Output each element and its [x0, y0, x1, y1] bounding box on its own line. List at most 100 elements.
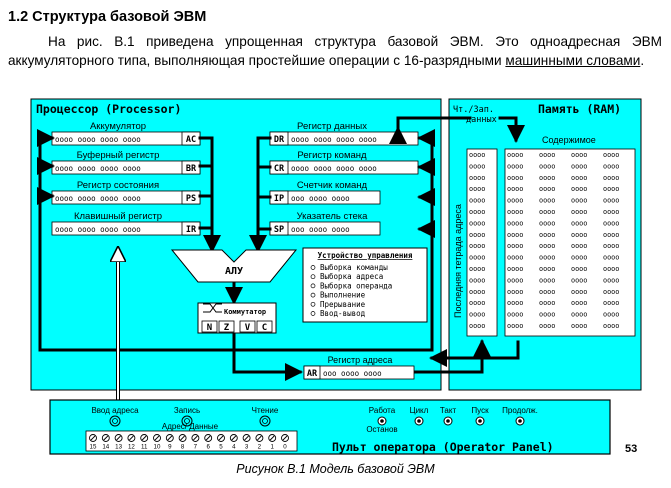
register-code: DR — [274, 135, 285, 145]
address-cell: oooo — [469, 174, 485, 182]
data-switch[interactable] — [114, 434, 123, 442]
commutator-icon — [203, 303, 222, 313]
memory-cell: oooo — [571, 162, 587, 170]
panel-button-label: Такт — [440, 406, 457, 415]
memory-cell: oooo — [603, 151, 619, 159]
contents-grid — [504, 148, 636, 337]
data-switch[interactable] — [153, 434, 161, 442]
memory-cell: oooo — [571, 265, 587, 273]
data-switch[interactable] — [255, 434, 264, 442]
section-heading: 1.2 Структура базовой ЭВМ — [8, 9, 207, 25]
paragraph-text: На рис. В.1 приведена упрощенная структу… — [8, 34, 662, 68]
panel-button[interactable] — [377, 416, 387, 426]
panel-button[interactable] — [259, 415, 271, 427]
memory-cell: oooo — [571, 276, 587, 284]
register-label-dr: Регистр данных — [297, 121, 367, 132]
switch-number: 14 — [102, 444, 109, 451]
memory-cell: oooo — [603, 162, 619, 170]
memory-cell: oooo — [603, 231, 619, 239]
address-cell: oooo — [469, 322, 485, 330]
data-switch[interactable] — [101, 434, 110, 442]
memory-cell: oooo — [571, 311, 587, 319]
switch-number: 0 — [283, 444, 287, 451]
data-switch[interactable] — [281, 434, 289, 442]
panel-button-label: Работа — [369, 406, 396, 415]
data-switch[interactable] — [89, 434, 97, 442]
switch-number: 4 — [232, 444, 236, 451]
memory-cell: oooo — [603, 219, 619, 227]
register-bits: oooo oooo oooo oooo — [55, 194, 141, 203]
address-cell: oooo — [469, 288, 485, 296]
memory-cell: oooo — [539, 265, 555, 273]
data-switch[interactable] — [204, 434, 213, 442]
flag-c: C — [262, 323, 267, 333]
switch-number: 15 — [90, 444, 97, 451]
register-bits: ooo oooo oooo — [291, 194, 350, 203]
register-label-sp: Указатель стека — [297, 211, 369, 222]
rw-label: Чт./Зап. — [453, 105, 494, 115]
register-code: SP — [274, 225, 284, 235]
register-code: CR — [274, 164, 285, 174]
memory-cell: oooo — [507, 208, 523, 216]
address-cell: oooo — [469, 208, 485, 216]
bullet-icon — [310, 274, 316, 280]
memory-cell: oooo — [603, 174, 619, 182]
register-code: PS — [186, 194, 196, 204]
memory-cell: oooo — [539, 276, 555, 284]
alu-shape — [170, 249, 298, 283]
switch-number: 7 — [194, 444, 198, 451]
processor-title: Процессор (Processor) — [36, 102, 181, 116]
memory-cell: oooo — [571, 219, 587, 227]
flag-n: N — [207, 323, 212, 333]
memory-cell: oooo — [539, 219, 555, 227]
switch-number: 6 — [206, 444, 210, 451]
panel-button[interactable] — [475, 416, 485, 426]
address-cell: oooo — [469, 219, 485, 227]
data-switch[interactable] — [127, 434, 136, 442]
data-switch[interactable] — [140, 434, 149, 442]
control-unit-item: Выборка адреса — [320, 272, 383, 281]
memory-cell: oooo — [507, 311, 523, 319]
register-label-ps: Регистр состояния — [77, 180, 159, 191]
bullet-icon — [310, 311, 316, 316]
switch-number: 10 — [154, 444, 161, 451]
memory-cell: oooo — [507, 276, 523, 284]
data-switch[interactable] — [242, 434, 251, 442]
memory-cell: oooo — [571, 242, 587, 250]
switch-number: 11 — [141, 444, 148, 451]
panel-button[interactable] — [109, 415, 121, 427]
panel-button[interactable] — [414, 416, 424, 426]
data-switch[interactable] — [178, 434, 187, 442]
data-switch[interactable] — [165, 434, 174, 442]
bullet-icon — [310, 283, 316, 289]
memory-cell: oooo — [539, 254, 555, 262]
memory-cell: oooo — [507, 242, 523, 250]
flag-v: V — [245, 323, 251, 333]
flag-box — [256, 320, 273, 333]
panel-title: Пульт оператора (Operator Panel) — [332, 440, 554, 454]
register-code: IP — [274, 194, 284, 204]
last-address-label: Последняя тетрада адреса — [453, 204, 463, 318]
address-cell: oooo — [469, 311, 485, 319]
panel-button-label: Продолж. — [502, 406, 538, 415]
register-bits: oooo oooo oooo oooo — [55, 164, 141, 173]
data-switch[interactable] — [229, 434, 238, 442]
memory-cell: oooo — [603, 299, 619, 307]
memory-cell: oooo — [539, 197, 555, 205]
register-bits: oooo oooo oooo oooo — [291, 164, 377, 173]
switch-number: 2 — [258, 444, 262, 451]
panel-button[interactable] — [181, 415, 193, 427]
memory-cell: oooo — [507, 174, 523, 182]
panel-button[interactable] — [515, 416, 525, 426]
data-switch[interactable] — [191, 434, 200, 442]
panel-button[interactable] — [443, 416, 453, 426]
data-switch[interactable] — [268, 434, 277, 442]
switch-number: 9 — [168, 444, 172, 451]
data-switch[interactable] — [217, 434, 225, 442]
memory-cell: oooo — [507, 162, 523, 170]
panel-button-label: Цикл — [410, 406, 429, 415]
memory-cell: oooo — [507, 231, 523, 239]
address-cell: oooo — [469, 265, 485, 273]
memory-cell: oooo — [571, 288, 587, 296]
